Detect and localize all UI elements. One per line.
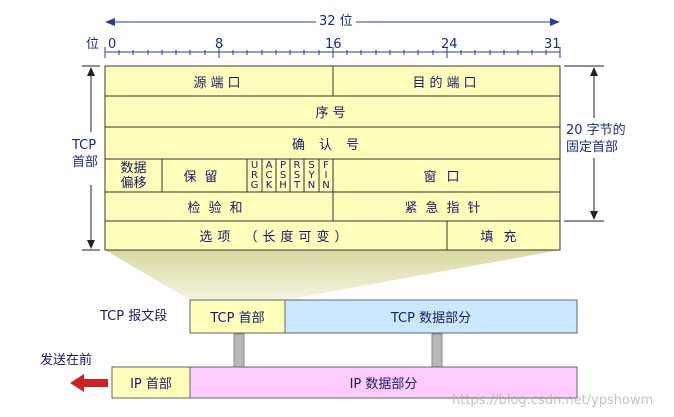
- field-data-offset: 数据 偏移: [105, 159, 162, 192]
- field-source-port: 源端口: [193, 75, 245, 91]
- field-window: 窗口: [423, 170, 470, 185]
- tcp-header-span-arrow: [82, 65, 100, 251]
- width-label: 32 位: [316, 15, 356, 28]
- ip-packet-header: IP 首部: [130, 377, 172, 392]
- bit-tick-0: 0: [108, 37, 117, 52]
- bit-tick-8: 8: [215, 37, 224, 52]
- field-reserved: 保留: [183, 170, 226, 185]
- watermark: https://blog.csdn.net/ypshowm: [452, 393, 654, 408]
- fixed-header-span-arrow: [564, 65, 604, 222]
- field-ack-number: 确认号: [291, 137, 373, 153]
- tcp-segment-data: TCP 数据部分: [390, 311, 472, 326]
- fixed-header-label-line1: 20 字节的: [566, 123, 626, 138]
- header-projection: [105, 250, 560, 300]
- bit-label: 位: [86, 37, 100, 52]
- fixed-header-label-line2: 固定首部: [566, 140, 619, 155]
- field-urgent-pointer: 紧急指针: [404, 201, 489, 216]
- field-padding: 填充: [480, 230, 527, 245]
- tcp-header-label-line2: 首部: [72, 155, 99, 170]
- bit-tick-24: 24: [441, 37, 458, 52]
- field-checksum: 检验和: [187, 201, 251, 216]
- tcp-segment-header: TCP 首部: [210, 311, 265, 326]
- field-sequence-number: 序号: [315, 106, 350, 121]
- field-destination-port: 目的端口: [412, 75, 481, 91]
- ip-packet-data: IP 数据部分: [349, 377, 418, 392]
- bit-ruler: [104, 47, 561, 58]
- bit-tick-16: 16: [325, 37, 342, 52]
- send-first-label: 发送在前: [40, 353, 93, 368]
- field-options: 选项 （长度可变）: [199, 230, 353, 245]
- header-grid: [105, 66, 560, 250]
- tcp-header-label-line1: TCP: [72, 138, 97, 153]
- data-offset-line1: 数据: [120, 160, 147, 176]
- bit-tick-31: 31: [544, 37, 561, 52]
- data-offset-line2: 偏移: [120, 175, 147, 191]
- send-first-arrow: [70, 374, 108, 392]
- tcp-segment-label: TCP 报文段: [100, 309, 168, 324]
